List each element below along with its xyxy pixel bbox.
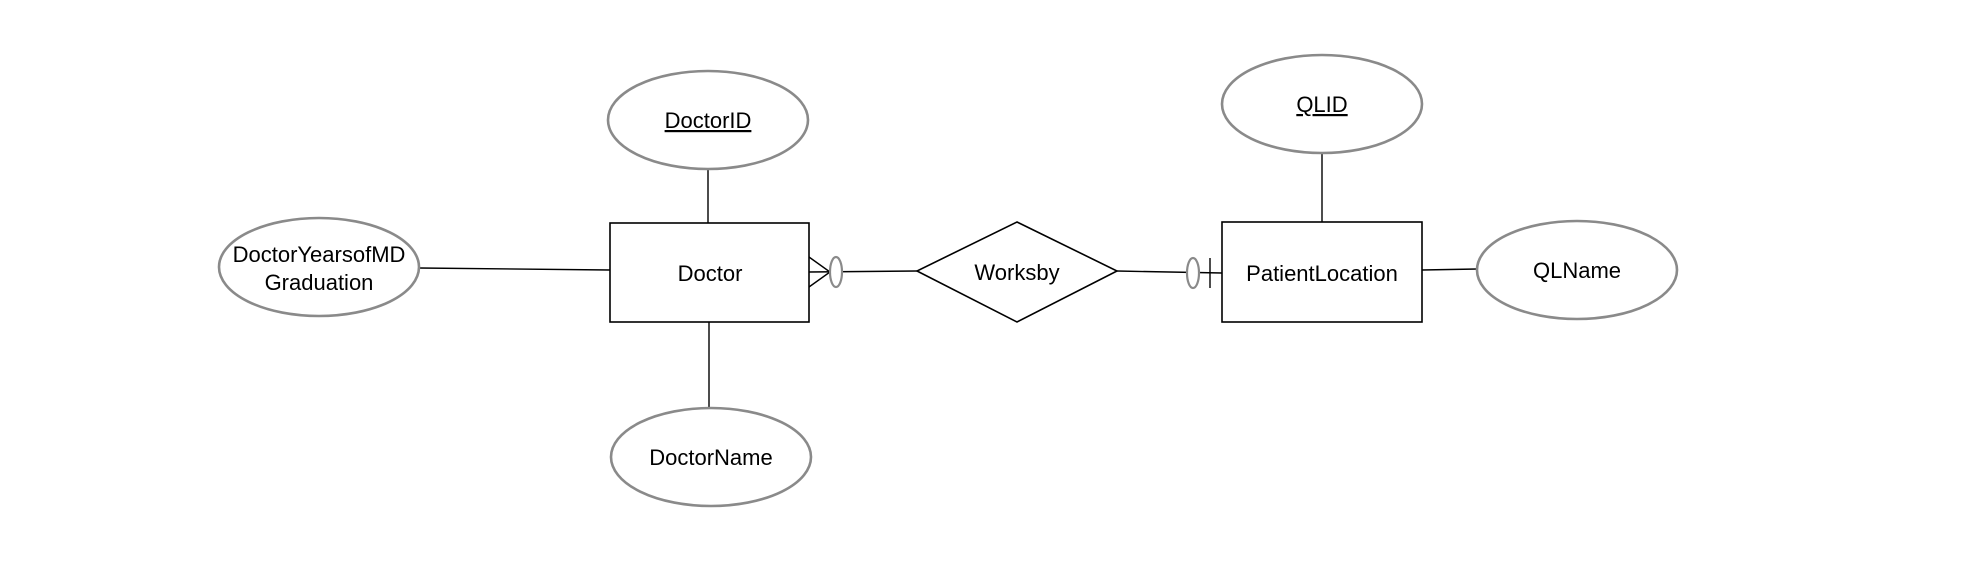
- attribute-qlid[interactable]: QLID: [1220, 53, 1424, 155]
- attribute-doctorid[interactable]: DoctorID: [606, 69, 810, 171]
- edge-doctor-worksby: [808, 270, 918, 273]
- entity-doctor[interactable]: Doctor: [609, 222, 810, 323]
- attribute-doctoryears-label-line1: DoctorYearsofMD: [233, 242, 406, 267]
- attribute-doctorid-label: DoctorID: [665, 108, 752, 133]
- edge-patientlocation-qlname: [1421, 268, 1478, 271]
- zero-circle-mark: [828, 255, 844, 289]
- attribute-qlname-label: QLName: [1533, 258, 1621, 283]
- entity-patientlocation[interactable]: PatientLocation: [1221, 221, 1423, 323]
- entity-patientlocation-label: PatientLocation: [1246, 261, 1398, 286]
- cardinality-zero-or-one: [1185, 256, 1211, 290]
- attribute-doctoryears-label-line2: Graduation: [265, 270, 374, 295]
- cardinality-zero-or-many: [808, 255, 844, 289]
- edge-doctoryears-doctor: [418, 267, 611, 271]
- zero-circle-mark: [1185, 256, 1201, 290]
- attribute-doctoryearsofmd-graduation[interactable]: DoctorYearsofMD Graduation: [217, 216, 421, 318]
- entity-doctor-label: Doctor: [678, 261, 743, 286]
- relationship-worksby-label: Worksby: [974, 260, 1059, 285]
- attribute-qlid-label: QLID: [1296, 92, 1347, 117]
- attribute-qlname[interactable]: QLName: [1475, 219, 1679, 321]
- attribute-doctorname-label: DoctorName: [649, 445, 772, 470]
- relationship-worksby[interactable]: Worksby: [915, 221, 1119, 323]
- edge-worksby-patientlocation: [1116, 270, 1223, 274]
- attribute-doctorname[interactable]: DoctorName: [609, 406, 813, 508]
